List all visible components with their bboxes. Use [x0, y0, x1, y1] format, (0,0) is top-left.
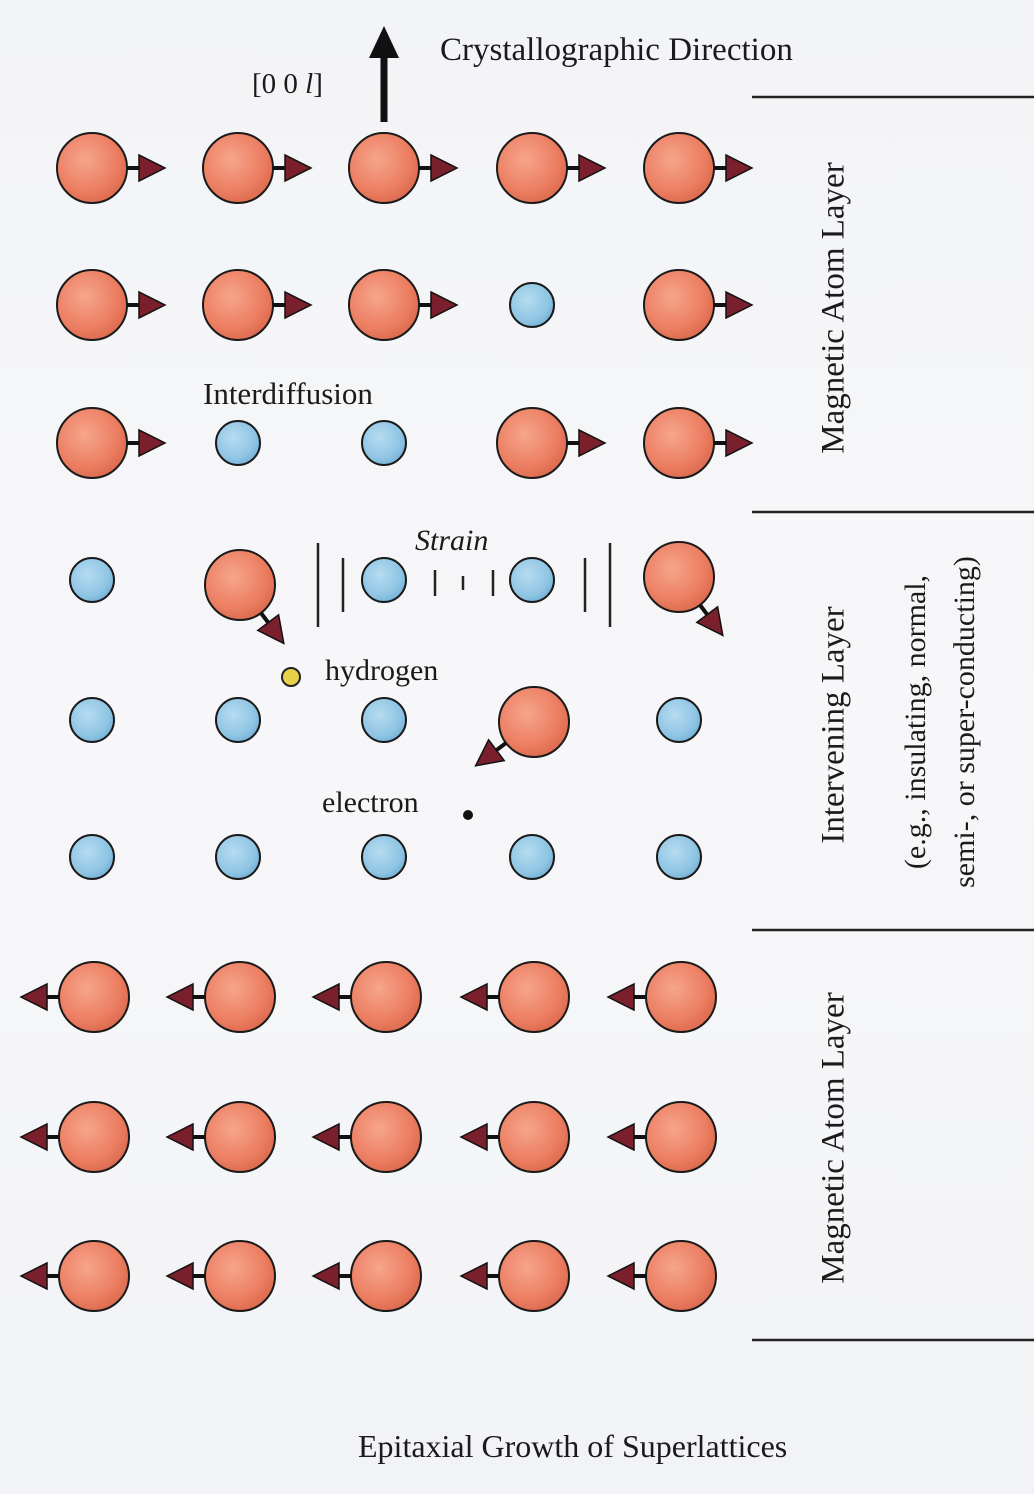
intervening-layer-label: Intervening Layer [815, 606, 852, 844]
hydrogen-label: hydrogen [325, 654, 439, 687]
spin-arrow [567, 153, 607, 183]
spin-arrow [714, 290, 754, 320]
nonmagnetic-atom [361, 834, 407, 880]
spin-arrow [695, 603, 724, 637]
magnetic-atom [645, 1101, 717, 1173]
magnetic-atom [58, 1101, 130, 1173]
magnetic-atom [202, 132, 274, 204]
nonmagnetic-atom [69, 834, 115, 880]
spin-arrow [19, 982, 59, 1012]
nonmagnetic-atom [656, 834, 702, 880]
nonmagnetic-atom [215, 834, 261, 880]
spin-arrow [311, 1261, 351, 1291]
strain-label: Strain [415, 524, 489, 557]
spin-arrow [714, 153, 754, 183]
spin-arrow [165, 982, 205, 1012]
magnetic-atom [56, 269, 128, 341]
direction-label-suffix: ] [313, 68, 323, 100]
magnetic-atom [496, 132, 568, 204]
spin-arrow [127, 428, 167, 458]
direction-label-prefix: [0 0 [252, 68, 306, 100]
nonmagnetic-atom [69, 557, 115, 603]
spin-arrow [459, 1261, 499, 1291]
nonmagnetic-atom [509, 282, 555, 328]
spin-arrow [127, 153, 167, 183]
nonmagnetic-atom [509, 834, 555, 880]
magnetic-atom [56, 407, 128, 479]
magnetic-atom [202, 269, 274, 341]
magnetic-atom [204, 961, 276, 1033]
spin-arrow [311, 1122, 351, 1152]
spin-arrow [19, 1261, 59, 1291]
spin-arrow [419, 153, 459, 183]
magnetic-atom [350, 1101, 422, 1173]
spin-arrow [256, 611, 285, 645]
spin-arrow [714, 428, 754, 458]
magnetic-atom [204, 549, 276, 621]
magnetic-atom [643, 407, 715, 479]
magnetic-atom [348, 132, 420, 204]
magnetic-atom [58, 961, 130, 1033]
electron-label: electron [322, 786, 419, 819]
spin-arrow [127, 290, 167, 320]
magnetic-atom [56, 132, 128, 204]
nonmagnetic-atom [215, 697, 261, 743]
nonmagnetic-atom [509, 557, 555, 603]
nonmagnetic-atom [656, 697, 702, 743]
spin-arrow [606, 1261, 646, 1291]
bottom-magnetic-layer-label: Magnetic Atom Layer [815, 992, 852, 1284]
interdiffusion-label: Interdiffusion [203, 376, 373, 411]
magnetic-atom [350, 961, 422, 1033]
spin-arrow [273, 153, 313, 183]
magnetic-atom [204, 1240, 276, 1312]
spin-arrow [459, 1122, 499, 1152]
intervening-note-line1: (e.g., insulating, normal, [899, 574, 932, 870]
magnetic-atom [348, 269, 420, 341]
magnetic-atom [498, 1101, 570, 1173]
electron-dot [463, 810, 473, 820]
direction-label: [0 0 l] [252, 68, 323, 101]
nonmagnetic-atom [215, 420, 261, 466]
nonmagnetic-atom [361, 557, 407, 603]
spin-arrow [311, 982, 351, 1012]
direction-title: Crystallographic Direction [440, 32, 793, 68]
spin-arrow [273, 290, 313, 320]
direction-arrow [369, 26, 399, 122]
figure-caption: Epitaxial Growth of Superlattices [358, 1428, 788, 1464]
nonmagnetic-atom [361, 697, 407, 743]
spin-arrow [459, 982, 499, 1012]
spin-arrow [606, 982, 646, 1012]
magnetic-atom [498, 1240, 570, 1312]
magnetic-atom [58, 1240, 130, 1312]
spin-arrow [19, 1122, 59, 1152]
atom-lattice [19, 132, 754, 1312]
top-magnetic-layer-label: Magnetic Atom Layer [815, 162, 852, 454]
spin-arrow [419, 290, 459, 320]
magnetic-atom [643, 269, 715, 341]
magnetic-atom [645, 1240, 717, 1312]
nonmagnetic-atom [361, 420, 407, 466]
magnetic-atom [498, 686, 570, 758]
spin-arrow [606, 1122, 646, 1152]
magnetic-atom [204, 1101, 276, 1173]
magnetic-atom [498, 961, 570, 1033]
spin-arrow [165, 1122, 205, 1152]
magnetic-atom [643, 132, 715, 204]
magnetic-atom [643, 541, 715, 613]
spin-arrow [474, 738, 508, 767]
hydrogen-atom [281, 667, 301, 687]
spin-arrow [567, 428, 607, 458]
magnetic-atom [645, 961, 717, 1033]
magnetic-atom [350, 1240, 422, 1312]
direction-label-index: l [305, 68, 314, 100]
magnetic-atom [496, 407, 568, 479]
strain-marks [316, 543, 612, 627]
intervening-note-line2: semi-, or super-conducting) [948, 556, 981, 888]
spin-arrow [165, 1261, 205, 1291]
nonmagnetic-atom [69, 697, 115, 743]
